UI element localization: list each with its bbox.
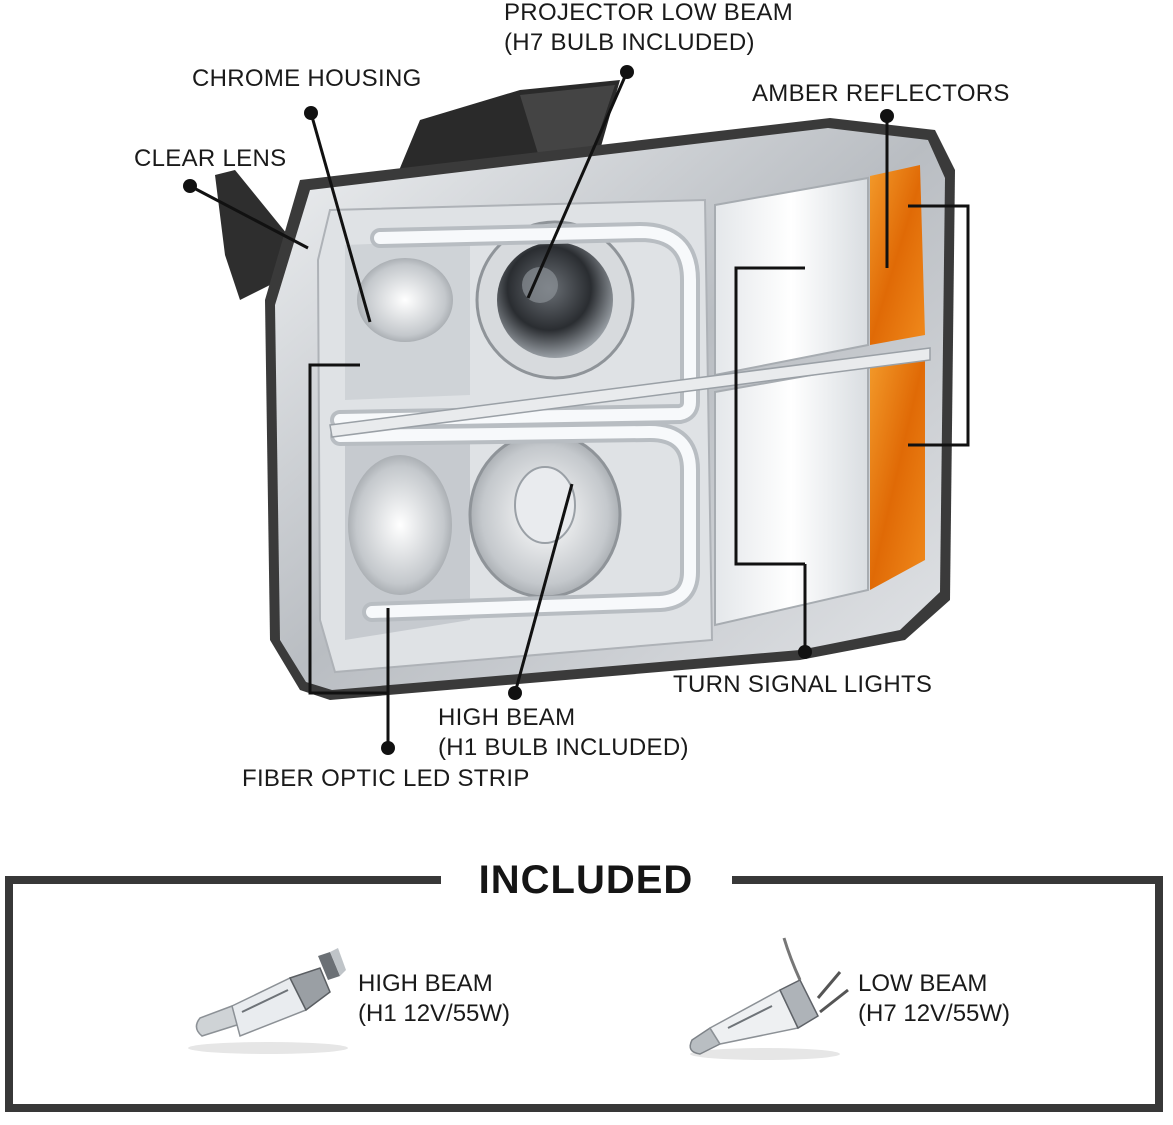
amber-reflectors <box>870 165 925 590</box>
included-box <box>5 876 1163 1112</box>
label-fiber-optic-led-strip: FIBER OPTIC LED STRIP <box>242 765 530 792</box>
label-turn-signal-lights: TURN SIGNAL LIGHTS <box>673 671 933 698</box>
included-item-high-beam-line1: HIGH BEAM <box>358 970 493 997</box>
included-item-low-beam: LOW BEAM (H7 12V/55W) <box>858 969 1010 1029</box>
label-projector-low-beam-line1: PROJECTOR LOW BEAM <box>504 0 793 26</box>
h1-bulb-icon <box>188 948 348 1054</box>
h7-bulb-icon <box>689 937 849 1060</box>
label-high-beam-line2: (H1 BULB INCLUDED) <box>438 734 689 761</box>
label-chrome-housing: CHROME HOUSING <box>192 65 422 92</box>
label-high-beam: HIGH BEAM (H1 BULB INCLUDED) <box>438 703 689 763</box>
included-rule-left <box>5 876 441 884</box>
chrome-divider <box>329 347 931 438</box>
label-projector-low-beam: PROJECTOR LOW BEAM (H7 BULB INCLUDED) <box>504 0 793 58</box>
callout-dots <box>183 65 894 755</box>
included-title: INCLUDED <box>478 858 694 902</box>
headlight-diagram <box>183 65 970 755</box>
included-item-high-beam-line2: (H1 12V/55W) <box>358 1000 511 1027</box>
included-item-low-beam-line1: LOW BEAM <box>858 970 988 997</box>
included-item-high-beam: HIGH BEAM (H1 12V/55W) <box>358 969 510 1029</box>
callout-leaders <box>189 71 970 748</box>
label-high-beam-line1: HIGH BEAM <box>438 704 576 731</box>
label-clear-lens: CLEAR LENS <box>134 145 287 172</box>
high-beam-reflector <box>468 431 622 599</box>
label-projector-low-beam-line2: (H7 BULB INCLUDED) <box>504 29 755 56</box>
included-rule-right <box>732 876 1163 884</box>
included-item-low-beam-line2: (H7 12V/55W) <box>858 1000 1011 1027</box>
fiber-optic-led-strip <box>330 221 700 622</box>
turn-signal-section <box>714 176 869 627</box>
projector-low-beam <box>475 220 635 380</box>
label-amber-reflectors: AMBER REFLECTORS <box>752 80 1010 107</box>
